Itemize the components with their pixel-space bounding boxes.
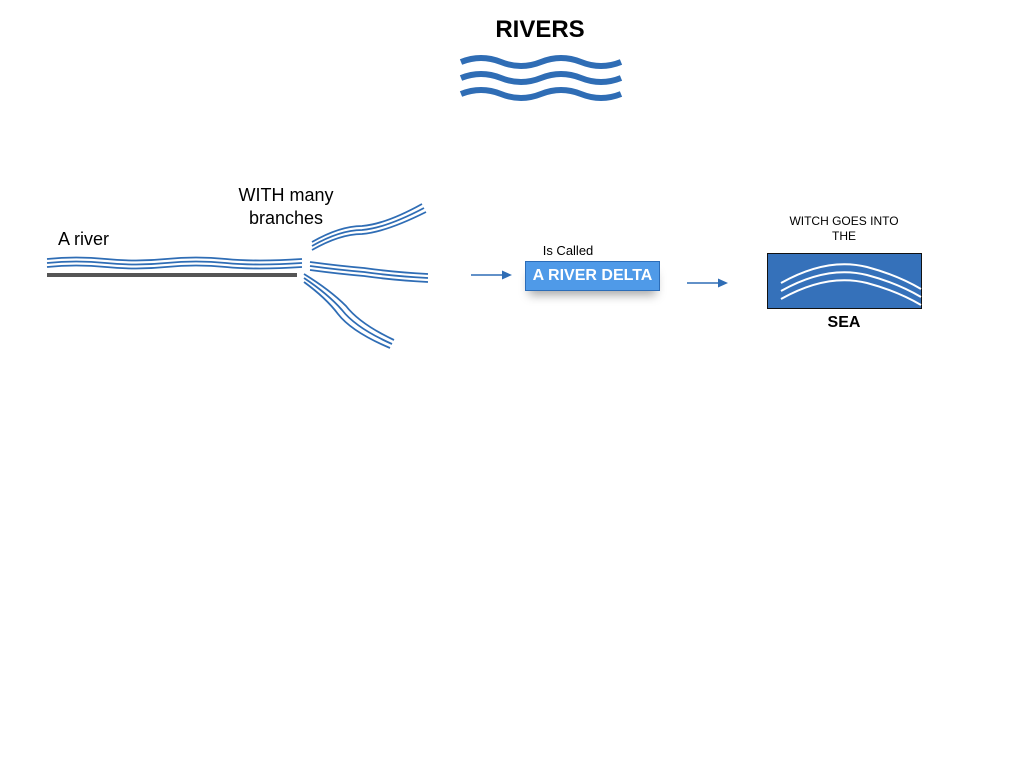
main-river	[46, 256, 303, 277]
page-title: RIVERS	[495, 16, 585, 43]
sea-label: SEA	[827, 314, 861, 331]
river-bank	[47, 273, 297, 277]
arrow-right-icon	[471, 270, 512, 280]
sea-box	[767, 253, 922, 309]
branches-label: WITH many branches	[238, 185, 334, 228]
river-delta-box: A RIVER DELTA	[525, 261, 660, 291]
witch-goes-label: WITCH GOES INTO THE	[789, 214, 899, 243]
river-label: A river	[58, 229, 110, 249]
arrow-right-icon	[687, 278, 728, 288]
is-called-label: Is Called	[542, 243, 594, 258]
waves-icon	[459, 55, 623, 101]
river-branches	[303, 203, 429, 349]
